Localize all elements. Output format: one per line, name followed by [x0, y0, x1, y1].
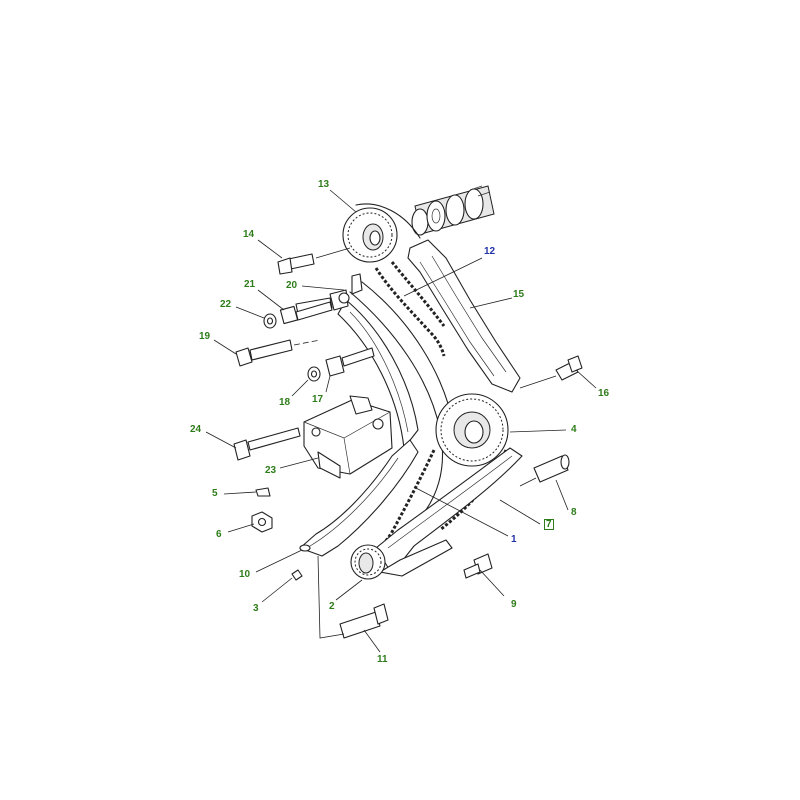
intermediate-sprocket [435, 393, 509, 467]
bolt-20 [295, 289, 350, 315]
callout-1: 1 [511, 534, 517, 545]
callout-22: 22 [220, 299, 232, 310]
callout-13: 13 [318, 179, 330, 190]
stud-8 [519, 454, 570, 487]
callout-6: 6 [216, 529, 222, 540]
long-bolt-19 [235, 339, 321, 367]
bolt-21 [279, 301, 333, 325]
callout-3: 3 [253, 603, 259, 614]
callout-11: 11 [377, 654, 388, 665]
callout-15: 15 [513, 289, 525, 300]
chain-guide-lower-left [299, 439, 419, 557]
callout-8: 8 [571, 507, 577, 518]
timing-chain-upper [374, 261, 446, 357]
washer-18 [307, 366, 321, 382]
callout-10: 10 [239, 569, 251, 580]
tensioner-blade-lower [375, 447, 523, 577]
callout-7: 7 [544, 519, 554, 530]
callout-4: 4 [571, 424, 577, 435]
nut-6 [251, 511, 273, 533]
bolt-11 [339, 603, 389, 639]
stud-16 [519, 355, 583, 389]
tensioner-guide-rail [407, 239, 521, 393]
woodruff-key-5 [255, 487, 271, 497]
callout-24: 24 [190, 424, 202, 435]
camshaft [411, 185, 495, 236]
callout-19: 19 [199, 331, 211, 342]
washer-22 [263, 313, 277, 329]
callout-2: 2 [329, 601, 335, 612]
callout-14: 14 [243, 229, 255, 240]
crankshaft-sprocket [350, 544, 386, 580]
callout-17: 17 [312, 394, 324, 405]
callout-16: 16 [598, 388, 610, 399]
bolt-9 [463, 553, 493, 579]
callout-18: 18 [279, 397, 291, 408]
callout-21: 21 [244, 279, 256, 290]
sprocket-bolt-14 [277, 247, 351, 275]
callout-9: 9 [511, 599, 517, 610]
key-3 [291, 569, 303, 581]
callout-23: 23 [265, 465, 277, 476]
leader-lines [205, 189, 597, 653]
callout-5: 5 [212, 488, 218, 499]
camshaft-sprocket-upper [342, 207, 398, 263]
hydraulic-tensioner [303, 395, 393, 479]
callout-20: 20 [286, 280, 298, 291]
long-bolt-24 [233, 427, 301, 461]
callout-12: 12 [484, 246, 496, 257]
bolt-17 [325, 347, 375, 377]
